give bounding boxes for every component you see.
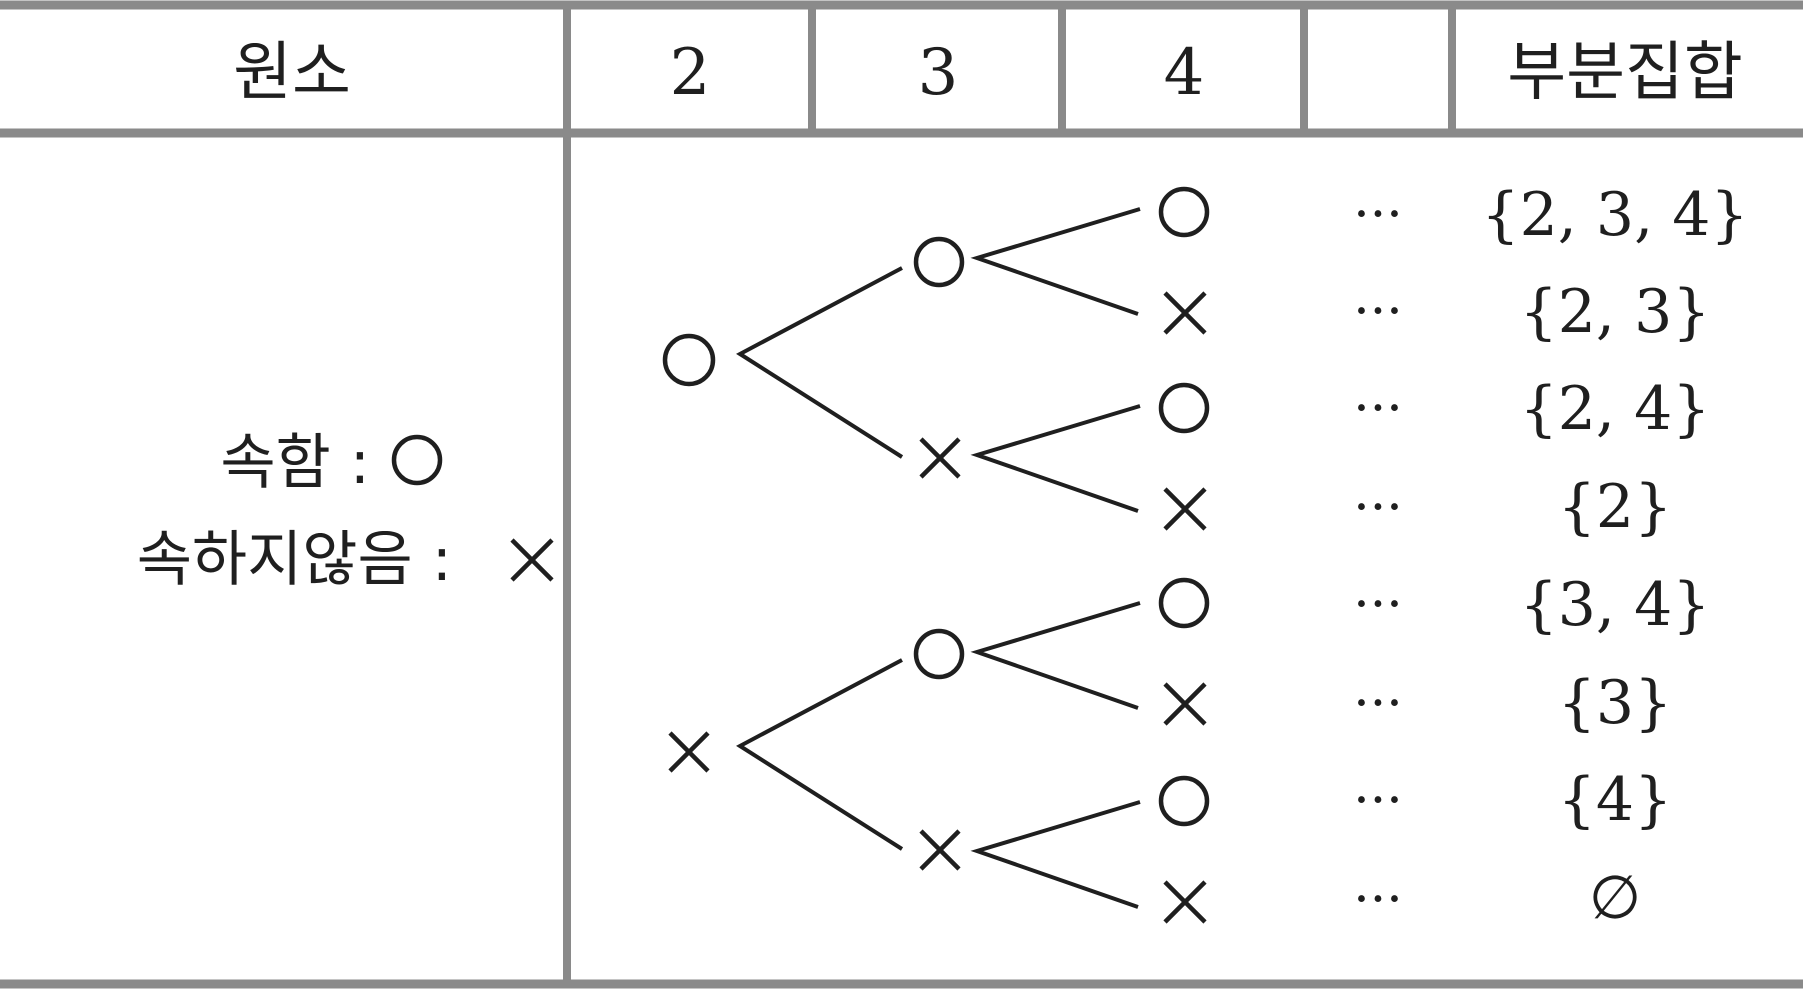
legend-belongs-text: 속함 : xyxy=(220,428,370,498)
subset-row-8: ∅ xyxy=(1589,863,1641,933)
ellipsis-row-2: ··· xyxy=(1353,282,1403,342)
tree-edges-lower xyxy=(736,658,904,851)
tree-level3-cross-icon-3 xyxy=(1163,682,1207,726)
ellipsis-row-4: ··· xyxy=(1353,478,1403,538)
legend-not-belongs-cross-icon xyxy=(510,538,554,582)
tree-edges-branch-1 xyxy=(970,207,1141,316)
subset-row-7: {4} xyxy=(1558,765,1673,835)
tree-level2-cross-icon-2 xyxy=(919,829,961,871)
tree-level1-cross-icon xyxy=(668,731,710,773)
tree-level1-circle-icon xyxy=(662,333,716,387)
tree-edges-upper xyxy=(736,266,904,459)
header-element-label: 원소 xyxy=(233,36,351,110)
subset-row-6: {3} xyxy=(1558,668,1673,738)
subset-row-3: {2, 4} xyxy=(1520,374,1711,444)
tree-level2-circle-icon-1 xyxy=(913,236,965,288)
subset-row-5: {3, 4} xyxy=(1520,570,1711,640)
header-column-2: 2 xyxy=(670,36,711,110)
tree-level3-cross-icon-2 xyxy=(1163,487,1207,531)
header-subset-label: 부분집합 xyxy=(1507,36,1743,110)
subset-row-1: {2, 3, 4} xyxy=(1481,180,1748,250)
ellipsis-row-5: ··· xyxy=(1353,575,1403,635)
ellipsis-row-3: ··· xyxy=(1353,379,1403,439)
ellipsis-row-6: ··· xyxy=(1353,674,1403,734)
header-column-4: 4 xyxy=(1164,36,1205,110)
ellipsis-row-8: ··· xyxy=(1353,870,1403,930)
tree-level3-circle-icon-4 xyxy=(1158,775,1210,827)
tree-edges-branch-4 xyxy=(970,800,1141,909)
legend-not-belongs-text: 속하지않음 : xyxy=(137,525,452,595)
legend-belongs-circle-icon xyxy=(391,434,443,486)
subset-row-4: {2} xyxy=(1558,472,1673,542)
ellipsis-row-7: ··· xyxy=(1353,771,1403,831)
tree-level3-circle-icon-2 xyxy=(1158,382,1210,434)
tree-level2-circle-icon-2 xyxy=(913,628,965,680)
tree-level3-cross-icon-4 xyxy=(1163,880,1207,924)
ellipsis-row-1: ··· xyxy=(1353,185,1403,245)
tree-edges-branch-3 xyxy=(970,601,1141,710)
tree-level3-cross-icon-1 xyxy=(1163,291,1207,335)
subset-row-2: {2, 3} xyxy=(1520,277,1711,347)
tree-level3-circle-icon-3 xyxy=(1158,577,1210,629)
header-column-3: 3 xyxy=(918,36,959,110)
tree-level3-circle-icon-1 xyxy=(1158,186,1210,238)
tree-edges-branch-2 xyxy=(970,404,1141,513)
tree-level2-cross-icon-1 xyxy=(919,437,961,479)
